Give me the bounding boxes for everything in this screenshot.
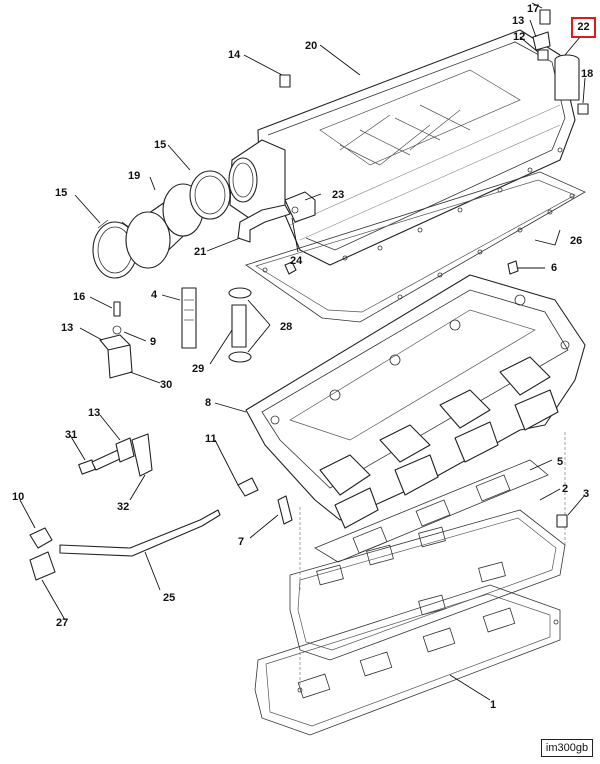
lower-gasket	[254, 584, 561, 736]
image-id-label: im300gb	[541, 739, 593, 757]
callout-6: 6	[551, 262, 557, 274]
callout-13-mid: 13	[61, 322, 73, 334]
leader-lines	[19, 2, 586, 701]
callout-12: 12	[513, 31, 525, 43]
callout-27: 27	[56, 617, 68, 629]
callout-1: 1	[490, 699, 496, 711]
bracket-set-upper	[99, 301, 133, 379]
callout-30: 30	[160, 379, 172, 391]
callout-31: 31	[65, 429, 77, 441]
fasteners	[279, 9, 589, 528]
callout-29: 29	[192, 363, 204, 375]
vacuum-line-assembly	[29, 477, 293, 581]
callout-10: 10	[12, 491, 24, 503]
callout-22-highlighted: 22	[577, 21, 590, 33]
bracket-set-lower	[78, 433, 153, 477]
callout-23: 23	[332, 189, 344, 201]
callout-28: 28	[280, 321, 292, 333]
plenum-inlet-neck	[228, 139, 286, 223]
callout-18: 18	[581, 68, 593, 80]
callout-13-low: 13	[88, 407, 100, 419]
callout-21: 21	[194, 246, 206, 258]
callout-20: 20	[305, 40, 317, 52]
callout-7: 7	[238, 536, 244, 548]
valley-gasket	[289, 509, 566, 661]
callout-32: 32	[117, 501, 129, 513]
callout-4: 4	[151, 289, 158, 301]
callout-labels: 17 13 12 18 20 14 15 19 15 23 21 24 26 6…	[12, 3, 593, 711]
callout-15-upper: 15	[154, 139, 166, 151]
port-gasket	[314, 459, 549, 563]
callout-17: 17	[527, 3, 539, 15]
callout-19: 19	[128, 170, 140, 182]
callout-24: 24	[290, 255, 303, 267]
lower-intake-manifold	[245, 274, 586, 529]
highlighted-callout-frame	[571, 17, 596, 38]
callout-16: 16	[73, 291, 85, 303]
hose-and-clamps	[92, 170, 231, 279]
callout-11: 11	[205, 433, 217, 445]
callout-9: 9	[150, 336, 156, 348]
callout-3: 3	[583, 488, 589, 500]
callout-14: 14	[228, 49, 241, 61]
rail-and-clips	[181, 287, 252, 363]
callout-8: 8	[205, 397, 211, 409]
callout-5: 5	[557, 456, 563, 468]
callout-2: 2	[562, 483, 568, 495]
callout-25: 25	[163, 592, 175, 604]
upper-plenum-cover	[257, 29, 576, 266]
upper-gasket	[245, 171, 586, 323]
callout-26: 26	[570, 235, 582, 247]
callout-13-top: 13	[512, 15, 524, 27]
callout-15-lower: 15	[55, 187, 67, 199]
